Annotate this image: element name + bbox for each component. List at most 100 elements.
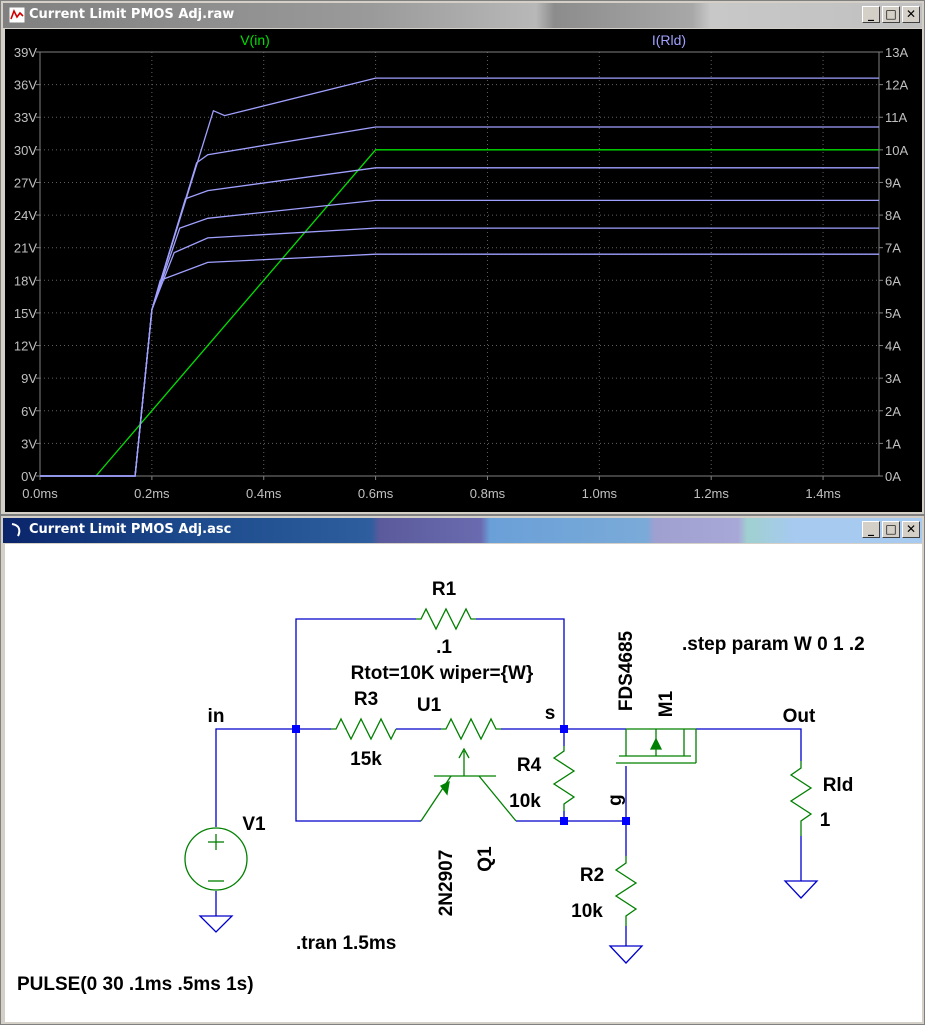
y-tick-label-left: 39V [14,45,37,60]
y-tick-label-left: 18V [14,273,37,288]
waveform-minimize-button[interactable]: _ [862,6,880,23]
u1-label[interactable]: U1 [417,695,442,716]
q1-label[interactable]: Q1 [475,846,496,872]
rld-value[interactable]: 1 [820,810,831,831]
mosfet-m1-symbol[interactable] [616,728,697,764]
junctions [292,725,630,825]
components [184,607,813,926]
y-tick-label-left: 12V [14,339,37,354]
resistor-rld-symbol[interactable] [789,761,813,836]
u1-param-text[interactable]: Rtot=10K wiper={W} [351,663,534,684]
schematic-close-button[interactable]: ✕ [902,521,920,538]
x-tick-label: 0.8ms [470,486,506,501]
net-label-g[interactable]: g [605,794,626,806]
wire[interactable] [295,618,416,729]
y-tick-label-right: 4A [885,339,901,354]
y-tick-label-right: 7A [885,241,901,256]
y-tick-label-right: 2A [885,404,901,419]
trace-irld-line [40,199,879,477]
x-tick-label: 0.0ms [22,486,58,501]
ground-symbol [198,915,234,933]
step-directive[interactable]: .step param W 0 1 .2 [682,634,865,655]
y-tick-label-left: 6V [21,404,37,419]
net-label-s[interactable]: s [545,703,556,724]
y-tick-label-right: 11A [885,110,907,125]
voltage-source-v1-symbol[interactable] [184,827,248,891]
y-tick-label-right: 3A [885,371,901,386]
schematic-titlebar[interactable]: Current Limit PMOS Adj.asc _□✕ [3,518,922,543]
waveform-window-title: Current Limit PMOS Adj.raw [29,7,235,22]
pulse-source-value[interactable]: PULSE(0 30 .1ms .5ms 1s) [17,974,254,995]
plot-grid [40,52,879,476]
wire[interactable] [215,728,331,827]
resistor-r1-symbol[interactable] [416,607,476,631]
r1-label[interactable]: R1 [432,579,457,600]
ground-symbol [783,880,819,899]
wire[interactable] [696,728,802,761]
tran-directive[interactable]: .tran 1.5ms [296,933,396,954]
resistor-r3-symbol[interactable] [331,717,397,741]
x-tick-label: 1.2ms [693,486,729,501]
schematic-minimize-button[interactable]: _ [862,521,880,538]
transistor-q1-symbol[interactable] [420,775,517,822]
potentiometer-u1-wiper-arrow [458,747,470,759]
waveform-titlebar[interactable]: Current Limit PMOS Adj.raw _□✕ [3,3,922,28]
r2-value[interactable]: 10k [571,901,603,922]
y-tick-label-left: 15V [14,306,37,321]
r4-label[interactable]: R4 [517,755,542,776]
r1-value[interactable]: .1 [436,637,452,658]
y-tick-label-left: 3V [21,436,37,451]
plot-frame [39,51,880,477]
r3-value[interactable]: 15k [350,749,382,770]
schematic-canvas[interactable]: R1 .1 Rtot=10K wiper={W} U1 R3 15k R4 10… [5,544,922,1022]
schematic-maximize-button[interactable]: □ [882,521,900,538]
potentiometer-u1-symbol[interactable] [441,717,501,741]
net-label-out[interactable]: Out [783,706,816,727]
trace-irld-line [40,167,879,477]
junction-dot [292,725,300,733]
grounds [198,880,819,964]
v1-label[interactable]: V1 [242,814,266,835]
y-tick-label-right: 1A [885,436,901,451]
m1-label[interactable]: M1 [656,690,677,717]
y-tick-label-right: 5A [885,306,901,321]
y-tick-label-right: 0A [885,469,901,484]
y-tick-label-right: 8A [885,208,901,223]
waveform-close-button[interactable]: ✕ [902,6,920,23]
x-tick-label: 0.2ms [134,486,170,501]
q1-part-label[interactable]: 2N2907 [436,850,457,917]
waveform-maximize-button[interactable]: □ [882,6,900,23]
wire[interactable] [476,618,565,729]
y-tick-label-right: 12A [885,78,908,93]
y-tick-label-right: 10A [885,143,908,158]
r2-label[interactable]: R2 [580,865,604,886]
y-tick-label-left: 27V [14,175,37,190]
x-tick-label: 0.4ms [246,486,282,501]
trace-label-vin[interactable]: V(in) [240,32,270,48]
y-tick-label-left: 9V [21,371,37,386]
y-tick-label-right: 6A [885,273,901,288]
rld-label[interactable]: Rld [823,775,854,796]
schematic-window: Current Limit PMOS Adj.asc _□✕ [0,515,925,1025]
x-tick-label: 1.4ms [805,486,841,501]
net-label-in[interactable]: in [208,706,225,727]
y-tick-label-left: 21V [14,241,37,256]
y-tick-label-left: 30V [14,143,37,158]
y-tick-label-left: 36V [14,78,37,93]
r3-label[interactable]: R3 [354,689,378,710]
labels: R1 .1 Rtot=10K wiper={W} U1 R3 15k R4 10… [17,579,865,995]
m1-part-label[interactable]: FDS4685 [616,630,637,711]
ground-symbol [608,945,644,964]
r4-value[interactable]: 10k [509,791,541,812]
trace-label-irld[interactable]: I(Rld) [652,32,686,48]
trace-vin-line [40,149,879,477]
y-tick-label-left: 33V [14,110,37,125]
resistor-r4-symbol[interactable] [552,746,576,811]
junction-dot [560,817,568,825]
wire[interactable] [295,729,421,822]
resistor-r2-symbol[interactable] [614,856,638,926]
trace-irld-line [40,77,879,477]
